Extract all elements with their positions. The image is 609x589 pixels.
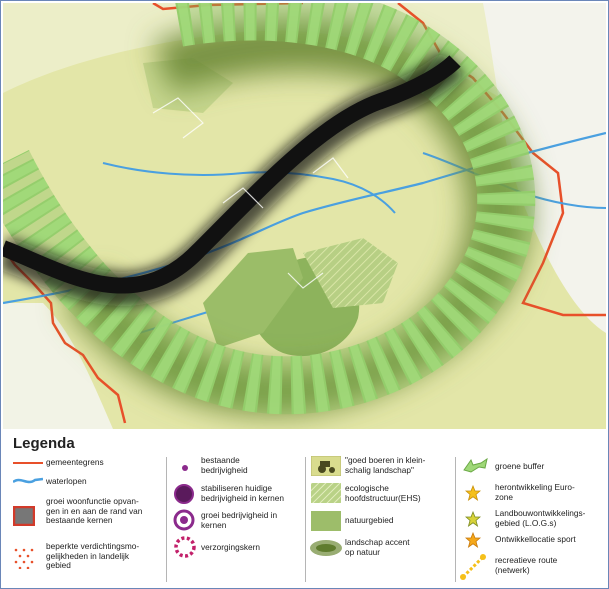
legend-label-gemeentegrens: gemeentegrens xyxy=(46,457,104,467)
star-icon xyxy=(465,532,481,548)
light-zone-right xyxy=(483,3,606,333)
nature-area-symbol xyxy=(311,511,341,531)
legend-label-natuurgebied: natuurgebied xyxy=(345,515,394,525)
tractor-icon xyxy=(311,456,341,476)
waterway-symbol xyxy=(13,477,43,484)
arrow-icon xyxy=(463,457,488,473)
densification-dots-symbol xyxy=(14,548,34,569)
existing-business-symbol xyxy=(182,465,188,471)
legend-label-groei-woonfunctie: groei woonfunctie opvan- gen in en aan d… xyxy=(46,496,143,525)
boundary-line-symbol xyxy=(13,462,43,464)
star-icon xyxy=(465,511,481,527)
landscape-accent-symbol xyxy=(310,540,342,556)
legend-divider xyxy=(455,457,456,582)
legend-label-recreatieve-route: recreatieve route (netwerk) xyxy=(495,555,558,575)
legend-label-herontwikkeling: herontwikkeling Euro- zone xyxy=(495,482,575,502)
stabilise-business-symbol xyxy=(174,484,194,504)
legend-label-ehs: ecologische hoofdstructuur(EHS) xyxy=(345,483,421,503)
ehs-hatch-symbol xyxy=(311,483,341,503)
legend-label-beperkte-verdichting: beperkte verdichtingsmo- gelijkheden in … xyxy=(46,541,140,570)
ehs-area xyxy=(303,238,398,308)
grow-business-symbol xyxy=(173,509,195,531)
legend-label-groene-buffer: groene buffer xyxy=(495,461,545,471)
star-icon xyxy=(465,485,481,501)
legend-title: Legenda xyxy=(13,435,75,452)
legend-label-verzorgingskern: verzorgingskern xyxy=(201,542,261,552)
legend-label-landschap-accent: landschap accent op natuur xyxy=(345,537,410,557)
built-core xyxy=(3,55,461,294)
legend-label-sport: Ontwikkellocatie sport xyxy=(495,534,576,544)
service-centre-symbol xyxy=(174,536,196,558)
legend-label-bestaande-bedrijvigheid: bestaande bedrijvigheid xyxy=(201,455,248,475)
light-zone-left xyxy=(3,303,113,429)
legend: Legenda gemeentegrens waterlopen groei w… xyxy=(3,431,606,586)
legend-divider xyxy=(166,457,167,582)
map-panel xyxy=(3,3,606,429)
legend-label-stabiliseren: stabiliseren huidige bedrijvigheid in ke… xyxy=(201,483,285,503)
legend-divider xyxy=(305,457,306,582)
legend-label-groei-bedrijvigheid: groei bedrijvigheid in kernen xyxy=(201,510,278,530)
legend-label-waterlopen: waterlopen xyxy=(46,476,87,486)
recreational-route-symbol xyxy=(460,554,486,580)
plot-lines xyxy=(152,97,349,289)
housing-growth-symbol xyxy=(13,506,35,526)
legend-label-logs: Landbouwontwikkelings- gebied (L.O.G.s) xyxy=(495,508,586,528)
legend-label-goed-boeren: "goed boeren in klein- schalig landschap… xyxy=(345,455,426,475)
nature-area-ridge xyxy=(203,248,303,348)
